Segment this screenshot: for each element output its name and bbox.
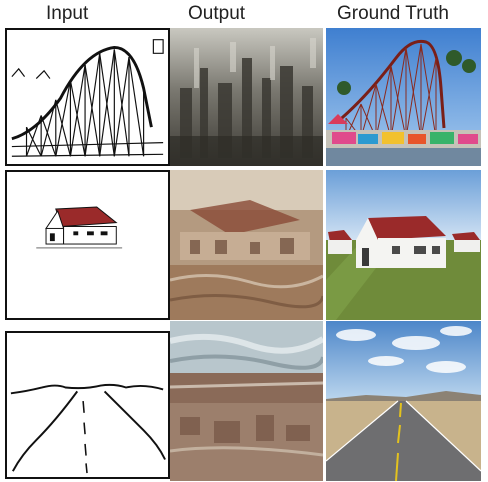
output-image-roller-coaster: [170, 28, 323, 166]
input-column-header: Input: [46, 3, 89, 24]
input-sketch-house: [5, 170, 170, 320]
ground-truth-photo-house: [326, 170, 481, 320]
ground-truth-photo-roller-coaster: [326, 28, 481, 166]
input-sketch-roller-coaster: [5, 28, 170, 166]
output-column-header: Output: [188, 3, 246, 24]
ground-truth-photo-road: [326, 321, 481, 481]
ground-truth-column-header: Ground Truth: [337, 3, 449, 24]
output-image-road: [170, 321, 323, 481]
output-image-house: [170, 170, 323, 320]
input-sketch-road: [5, 331, 170, 479]
